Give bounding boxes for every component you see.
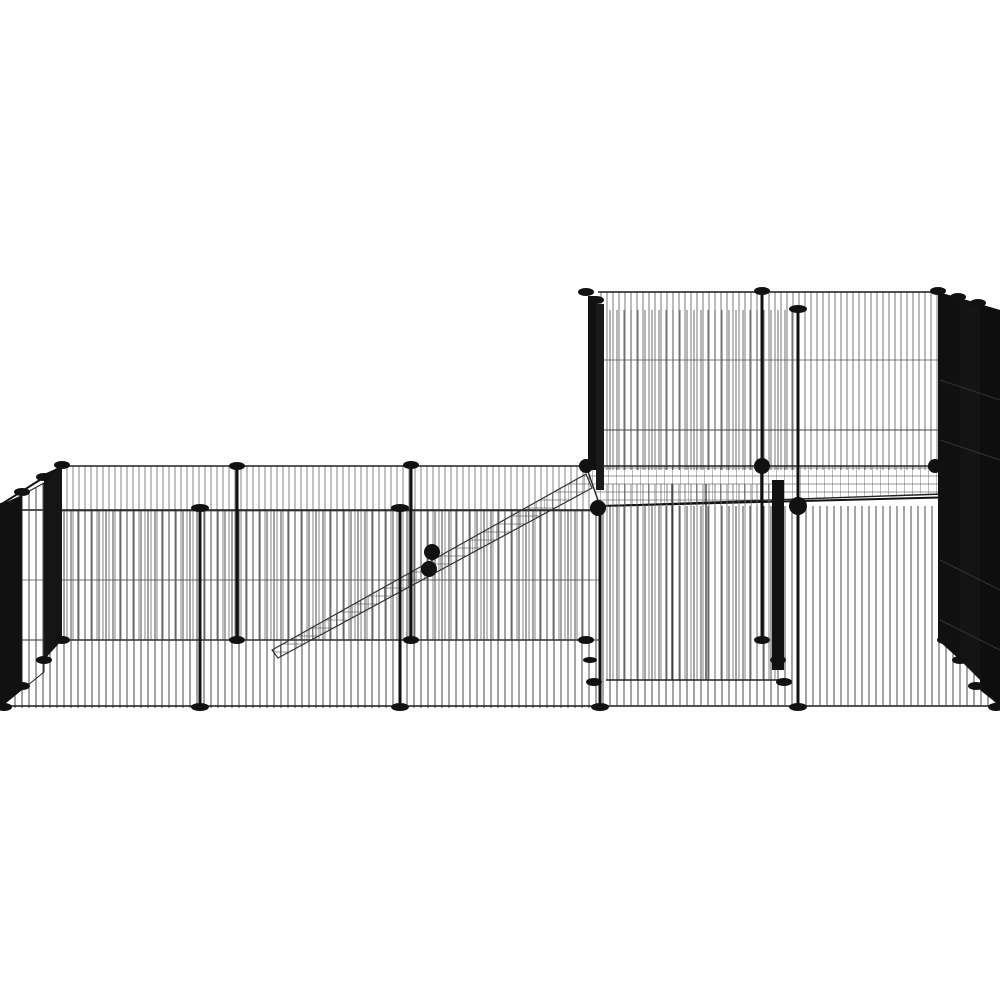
upper-corner-posts bbox=[588, 296, 784, 670]
right-side-panels bbox=[938, 292, 1000, 706]
upper-enclosure bbox=[585, 291, 1000, 507]
connector-clips bbox=[0, 287, 1000, 711]
left-side-panels bbox=[0, 465, 63, 708]
lower-right-section bbox=[600, 484, 1000, 706]
